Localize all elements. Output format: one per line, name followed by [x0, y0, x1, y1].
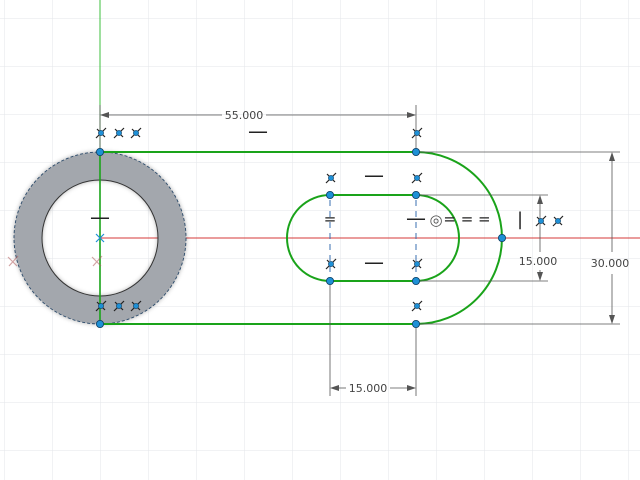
dimension-slot-height[interactable]: 15.000 — [418, 194, 558, 282]
sketch-point[interactable] — [325, 276, 334, 285]
horizontal-constraint-slot-bottom[interactable]: — — [364, 250, 384, 274]
sketch-point[interactable] — [411, 190, 420, 199]
sketch-point[interactable] — [96, 147, 105, 156]
sketch-point[interactable] — [497, 233, 506, 242]
dimension-hole-to-slot-value[interactable]: 55.000 — [225, 109, 264, 122]
equal-constraint-slot[interactable]: = — [324, 210, 337, 228]
horizontal-constraint-slot-top[interactable]: — — [364, 163, 384, 187]
origin-icon[interactable] — [95, 233, 105, 243]
sketch-point[interactable] — [411, 147, 420, 156]
sketch-points[interactable] — [96, 147, 506, 328]
dimension-hole-to-slot[interactable]: 55.000 — [99, 105, 417, 150]
dimension-overall-height[interactable]: 30.000 — [418, 151, 630, 325]
horizontal-constraint-hole[interactable]: — — [90, 205, 110, 229]
outer-circle[interactable] — [13, 151, 187, 325]
vertical-constraint-right[interactable]: | — [517, 209, 523, 230]
fix-constraint-icon[interactable] — [91, 255, 103, 267]
dimension-slot-length[interactable]: 15.000 — [329, 283, 417, 396]
sketch-point[interactable] — [411, 276, 420, 285]
dimension-slot-height-value[interactable]: 15.000 — [519, 255, 558, 268]
concentric-constraint-icon[interactable]: ◎ — [429, 211, 442, 229]
dimension-slot-length-value[interactable]: 15.000 — [349, 382, 388, 395]
horizontal-constraint-slot-right[interactable]: — — [406, 206, 426, 230]
sketch-point[interactable] — [96, 319, 105, 328]
equal-constraint-group[interactable]: = = = — [443, 210, 490, 228]
sketch-point[interactable] — [325, 190, 334, 199]
shaded-ring-profile[interactable] — [14, 152, 186, 324]
horizontal-constraint-top[interactable]: — — [248, 119, 268, 143]
dimension-overall-height-value[interactable]: 30.000 — [591, 257, 630, 270]
fix-constraint-icon[interactable] — [7, 255, 19, 267]
sketch-point[interactable] — [411, 319, 420, 328]
